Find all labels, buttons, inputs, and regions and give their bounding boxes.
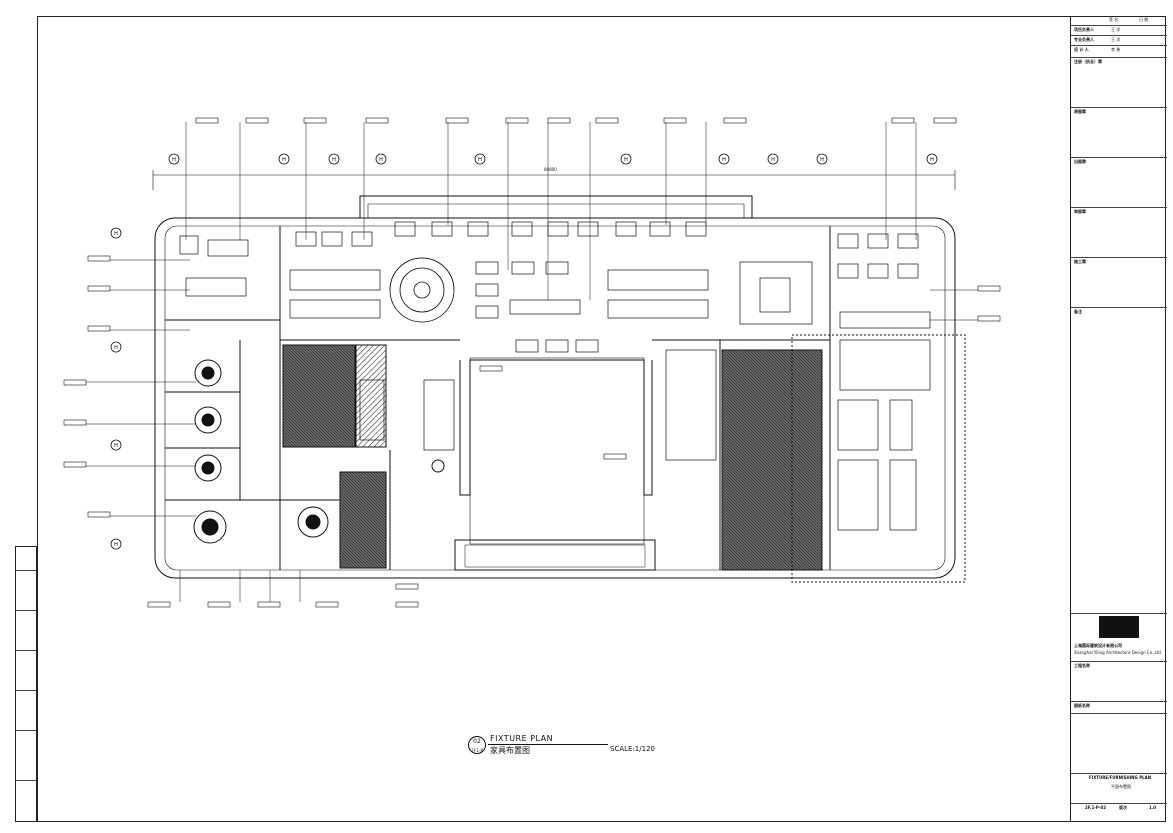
round-tables	[193, 359, 445, 544]
caption-underline	[488, 744, 608, 745]
seal-area: 注册（执业）章	[1071, 58, 1167, 108]
axis-label: H	[771, 157, 775, 163]
axis-label: H	[114, 542, 118, 548]
drawing-scale: SCALE:1/120	[610, 745, 655, 753]
review-seal-area: 审图章	[1071, 208, 1167, 258]
signature-row: 专业负责人 王 洋	[1071, 36, 1167, 46]
company-logo	[1099, 616, 1139, 638]
drawing-name-row: 图纸名称	[1071, 702, 1167, 714]
hatched-room-bottom	[339, 471, 387, 569]
callout-tags	[63, 117, 1001, 608]
axis-label: H	[282, 157, 286, 163]
company-row: 上海国际建筑设计有限公司 Shanghai Yiling Architectur…	[1071, 642, 1167, 662]
drawing-title-cn: 家具布置图	[490, 746, 530, 755]
spiral-staircase	[389, 257, 455, 323]
construction-seal-area: 施工章	[1071, 258, 1167, 308]
left-title-strip	[15, 546, 37, 822]
sheet-number-row: 2F.1-P-02 版次 1.0	[1085, 805, 1157, 810]
dining-table-groups	[179, 221, 931, 531]
axis-label: H	[624, 157, 628, 163]
axis-label: H	[114, 345, 118, 351]
axis-label: H	[332, 157, 336, 163]
signature-header-row: 签 名 日 期	[1071, 16, 1167, 26]
signature-row: 项目负责人 王 洋	[1071, 26, 1167, 36]
contract-seal-area: 原图章	[1071, 108, 1167, 158]
overall-dimension: 80800	[544, 167, 557, 172]
axis-label: H	[114, 443, 118, 449]
axis-label: H	[172, 157, 176, 163]
remarks-area: 备注	[1071, 308, 1167, 614]
axis-label: H	[114, 231, 118, 237]
axis-label: H	[930, 157, 934, 163]
client-seal-area: 出图章	[1071, 158, 1167, 208]
drawing-title-row: FIXTURE/FURNISHING PLAN 平面布置图	[1071, 774, 1167, 804]
hatched-room-left	[282, 344, 356, 448]
axis-label: H	[722, 157, 726, 163]
axis-label: H	[478, 157, 482, 163]
hatched-room-right	[721, 349, 823, 571]
project-row: 工程名称	[1071, 662, 1167, 702]
title-block: 签 名 日 期 项目负责人 王 洋 专业负责人 王 洋 设 计 人 李 勇 注册…	[1070, 16, 1167, 822]
drawing-border	[37, 16, 1166, 822]
axis-label: H	[820, 157, 824, 163]
top-dimension-line	[152, 170, 956, 190]
axis-label: H	[379, 157, 383, 163]
drawing-title-en: FIXTURE PLAN	[490, 734, 554, 743]
approval-rows	[1071, 714, 1167, 774]
signature-row: 设 计 人 李 勇	[1071, 46, 1167, 58]
